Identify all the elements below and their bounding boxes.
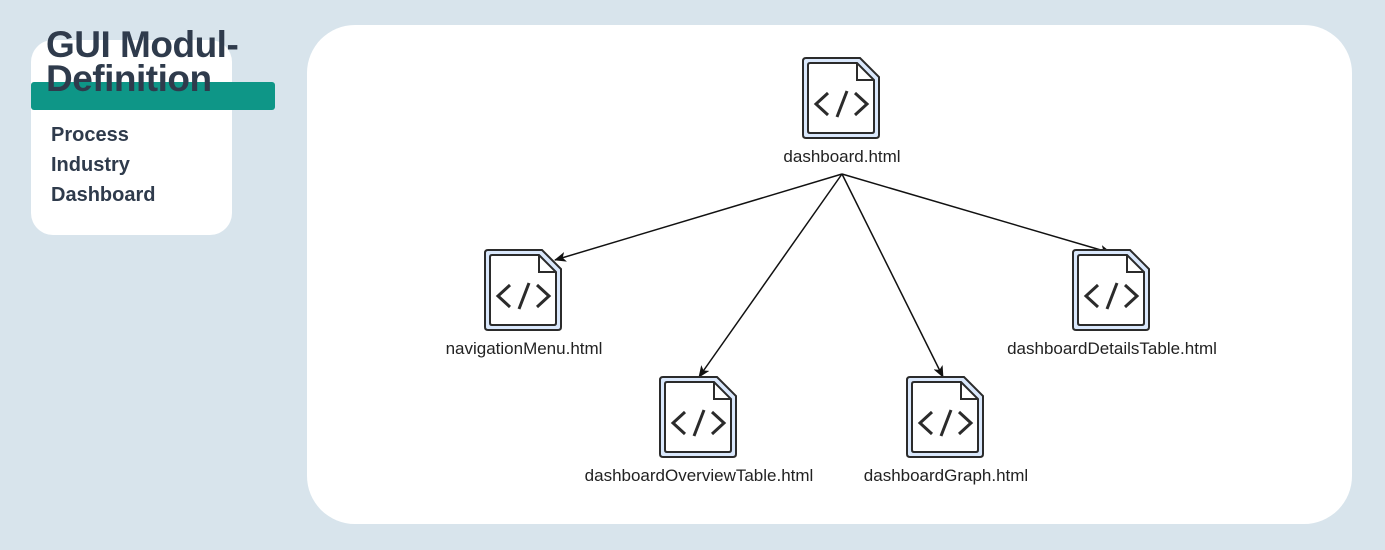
html-file-icon[interactable]: [483, 248, 563, 332]
edge-to-details-table: [841, 173, 1112, 255]
html-file-icon[interactable]: [1071, 248, 1151, 332]
edge-to-dashboard-graph: [841, 173, 944, 378]
html-file-icon[interactable]: [905, 375, 985, 459]
node-label-details-table: dashboardDetailsTable.html: [1007, 339, 1217, 358]
subtitle-line: Industry: [51, 154, 130, 176]
module-info-card: [31, 40, 232, 235]
node-label-dashboard-graph: dashboardGraph.html: [863, 466, 1029, 485]
subtitle-line: Process: [51, 124, 129, 146]
title-line-2: Definition: [46, 58, 212, 99]
title-accent-bar: [31, 82, 275, 110]
module-subtitle: Process Industry Dashboard: [51, 120, 221, 210]
edges: [554, 173, 1112, 378]
html-file-icon[interactable]: [801, 56, 881, 140]
page-title: GUI Modul- Definition: [46, 26, 286, 99]
node-label-overview-table: dashboardOverviewTable.html: [584, 466, 814, 485]
html-file-icon[interactable]: [658, 375, 738, 459]
title-line-1: GUI Modul-: [46, 24, 239, 65]
subtitle-line: Dashboard: [51, 184, 156, 206]
node-label-dashboard: dashboard.html: [783, 147, 901, 166]
edge-to-navigation-menu: [554, 173, 843, 262]
node-label-navigation-menu: navigationMenu.html: [445, 339, 603, 358]
edge-to-overview-table: [698, 173, 843, 378]
